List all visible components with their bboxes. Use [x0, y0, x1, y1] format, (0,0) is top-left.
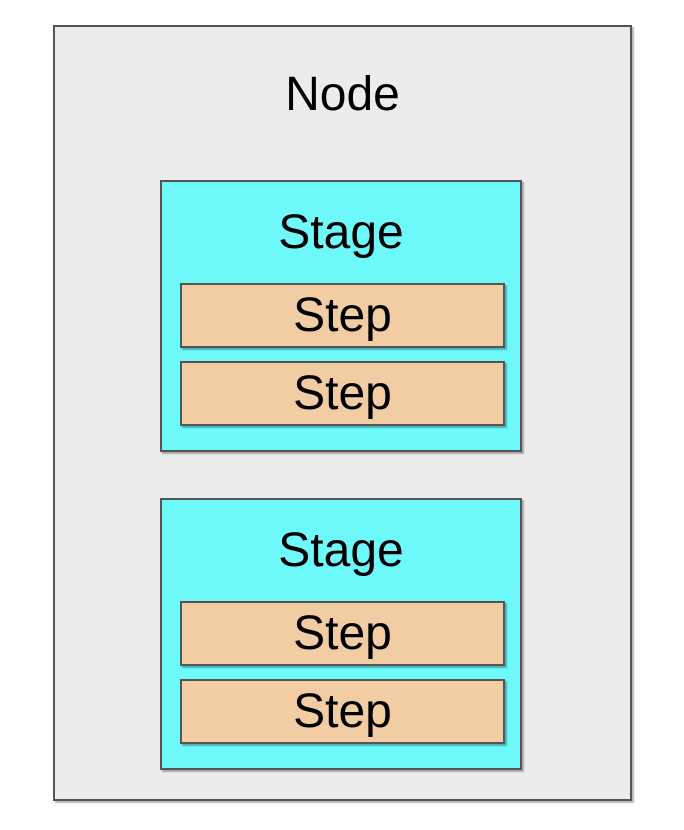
step-label: Step — [293, 367, 392, 420]
step-label: Step — [293, 685, 392, 738]
step-box: Step — [180, 283, 505, 348]
step-box: Step — [180, 601, 505, 666]
node-label: Node — [285, 68, 400, 121]
stage-box-2: Stage Step Step — [160, 498, 522, 770]
stage-2-label: Stage — [278, 524, 404, 577]
step-box: Step — [180, 679, 505, 744]
step-label: Step — [293, 607, 392, 660]
step-box: Step — [180, 361, 505, 426]
stage-1-label: Stage — [278, 206, 404, 259]
step-label: Step — [293, 289, 392, 342]
stage-box-1: Stage Step Step — [160, 180, 522, 452]
node-box: Node Stage Step Step Stage Step Step — [53, 25, 632, 801]
